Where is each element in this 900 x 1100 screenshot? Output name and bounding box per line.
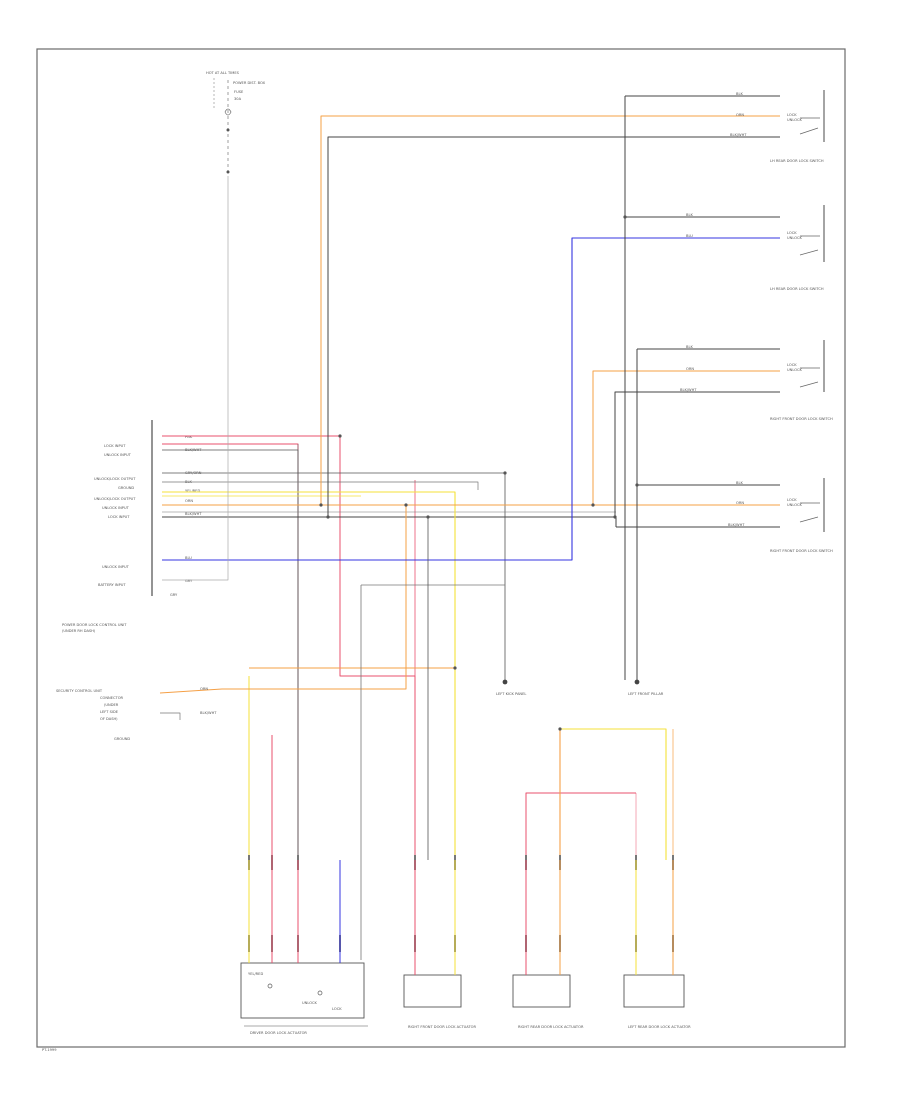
- pin-label: UNLOCK/LOCK OUTPUT: [94, 497, 136, 501]
- wire-label: BLK/WHT: [185, 512, 202, 516]
- connector-ticks: [248, 855, 674, 952]
- actuator-driver: YEL/RED UNLOCK LOCK DRIVER DOOR LOCK ACT…: [240, 962, 368, 1035]
- footer-label: PT-1999: [42, 1048, 57, 1052]
- connector-line: CONNECTOR: [100, 696, 124, 700]
- wire-label: BLK: [736, 92, 743, 96]
- ground-label: LEFT FRONT PILLAR: [628, 692, 664, 696]
- switch-lh-rear-1: BLK ORN BLK/WHT LOCK UNLOCK LH REAR DOOR…: [730, 90, 825, 163]
- wire-label: BLK: [686, 345, 693, 349]
- fuse-header: HOT AT ALL TIMES POWER DIST. BOX FUSE 30…: [206, 71, 266, 176]
- pin-label: GROUND: [118, 486, 134, 490]
- fuse-amp-label: 30A: [234, 97, 242, 101]
- control-unit-location: (UNDER RH DASH): [62, 629, 96, 633]
- wire-label: PNK: [185, 435, 193, 439]
- switch-name: RIGHT FRONT DOOR LOCK SWITCH: [770, 549, 833, 553]
- wire-label: ORN: [736, 501, 744, 505]
- connector-line: LEFT SIDE: [100, 710, 119, 714]
- switch-term: UNLOCK: [787, 368, 803, 372]
- wire-label: BLK: [736, 481, 743, 485]
- actuator-rr: RIGHT REAR DOOR LOCK ACTUATOR: [512, 974, 584, 1029]
- actuator-name: LEFT REAR DOOR LOCK ACTUATOR: [628, 1025, 691, 1029]
- wire-label: GRY: [185, 579, 193, 583]
- ground-left-pillar: LEFT FRONT PILLAR: [628, 679, 664, 696]
- wire-label: BLK/WHT: [200, 711, 217, 715]
- wire-pnk: [162, 435, 416, 860]
- actuator-term: LOCK: [332, 1007, 342, 1011]
- wire-label: BLK/WHT: [730, 133, 747, 137]
- wire-label: ORN: [686, 367, 694, 371]
- wire-label: BLK: [686, 213, 693, 217]
- actuator-wire-label: YEL/RED: [248, 972, 263, 976]
- control-unit: LOCK INPUT UNLOCK INPUT UNLOCK/LOCK OUTP…: [62, 420, 202, 633]
- pin-label: LOCK INPUT: [108, 515, 130, 519]
- actuator-lr: LEFT REAR DOOR LOCK ACTUATOR: [623, 974, 691, 1029]
- wire-label: ORN: [185, 499, 193, 503]
- switch-rf-2: BLK ORN BLK/WHT LOCK UNLOCK RIGHT FRONT …: [728, 478, 833, 553]
- fuse-terminal: [226, 128, 230, 132]
- connector-line: OF DASH): [100, 717, 118, 721]
- switch-name: LH REAR DOOR LOCK SWITCH: [770, 287, 824, 291]
- actuator-name: DRIVER DOOR LOCK ACTUATOR: [250, 1031, 307, 1035]
- wire-label: BLK/WHT: [680, 388, 697, 392]
- ground-label: GROUND: [114, 737, 130, 741]
- wire-label: YEL/RED: [185, 489, 200, 493]
- wire-label: ORN: [200, 687, 208, 691]
- hot-at-all-times-label: HOT AT ALL TIMES: [206, 71, 240, 75]
- wire-label: BLU: [686, 234, 693, 238]
- pin-label: BATTERY INPUT: [98, 583, 126, 587]
- actuator-leads: [248, 735, 674, 975]
- security-connector: SECURITY CONTROL UNIT CONNECTOR (UNDER L…: [56, 687, 217, 741]
- switch-term: LOCK: [787, 498, 797, 502]
- connector-line: (UNDER: [104, 703, 119, 707]
- actuator-name: RIGHT FRONT DOOR LOCK ACTUATOR: [408, 1025, 477, 1029]
- actuator-term: UNLOCK: [302, 1001, 318, 1005]
- svg-text:GRY: GRY: [170, 593, 178, 597]
- control-unit-name: POWER DOOR LOCK CONTROL UNIT: [62, 623, 127, 627]
- ground-label: LEFT KICK PANEL: [496, 692, 526, 696]
- switch-term: UNLOCK: [787, 503, 803, 507]
- actuator-name: RIGHT REAR DOOR LOCK ACTUATOR: [518, 1025, 584, 1029]
- module-pin-labels: LOCK INPUT UNLOCK INPUT UNLOCK/LOCK OUTP…: [94, 444, 136, 587]
- switch-term: LOCK: [787, 231, 797, 235]
- switch-term: LOCK: [787, 113, 797, 117]
- pin-label: UNLOCK/LOCK OUTPUT: [94, 477, 136, 481]
- switch-lh-rear-2: BLK BLU LOCK UNLOCK LH REAR DOOR LOCK SW…: [686, 205, 825, 291]
- actuator-rf: RIGHT FRONT DOOR LOCK ACTUATOR: [403, 974, 477, 1029]
- pin-label: LOCK INPUT: [104, 444, 126, 448]
- switch-name: RIGHT FRONT DOOR LOCK SWITCH: [770, 417, 833, 421]
- pin-label: UNLOCK INPUT: [102, 565, 130, 569]
- diagram-frame: [36, 48, 846, 1048]
- wires: [159, 95, 780, 960]
- fuse-label: FUSE: [234, 90, 244, 94]
- fuse-block-label: POWER DIST. BOX: [233, 81, 266, 85]
- pin-label: UNLOCK INPUT: [104, 453, 132, 457]
- switch-term: UNLOCK: [787, 118, 803, 122]
- splices: [319, 215, 639, 731]
- switch-term: UNLOCK: [787, 236, 803, 240]
- wire-label: ORN: [736, 113, 744, 117]
- wire-label: BLU: [185, 556, 192, 560]
- pin-label: UNLOCK INPUT: [102, 506, 130, 510]
- switch-name: LH REAR DOOR LOCK SWITCH: [770, 159, 824, 163]
- switch-term: LOCK: [787, 363, 797, 367]
- ground-left-kick: LEFT KICK PANEL: [496, 679, 526, 696]
- connector-name: SECURITY CONTROL UNIT: [56, 689, 103, 693]
- switch-rf-1: BLK ORN BLK/WHT LOCK UNLOCK RIGHT FRONT …: [680, 340, 833, 421]
- wire-label: BLK/WHT: [728, 523, 745, 527]
- module-wire-labels: PNK BLK/WHT GRY/ORN BLK YEL/RED ORN BLK/…: [185, 435, 202, 583]
